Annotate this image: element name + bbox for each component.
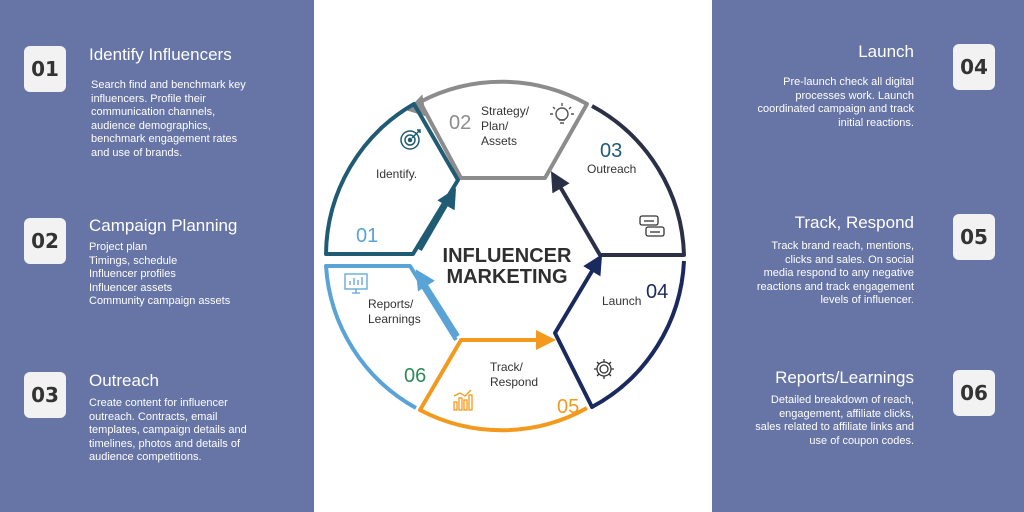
cycle-label-05b: Respond [490,375,538,389]
cycle-label-05a: Track/ [490,360,524,374]
step-body-02: Project plan Timings, schedule Influence… [89,241,231,308]
step-title-03: Outreach [89,371,159,390]
presentation-icon [344,273,368,294]
cycle-label-02b: Plan/ [481,119,509,133]
center-title-line2: MARKETING [446,266,567,288]
segment-05 [418,330,588,433]
step-badge-02: 02 [24,218,66,264]
segment-03 [550,104,686,257]
influencer-cycle-diagram: INFLUENCER MARKETING 01 02 03 04 05 06 I… [324,79,686,433]
cycle-num-06: 06 [404,365,426,387]
segment-02 [420,79,589,180]
cycle-label-06a: Reports/ [368,297,414,311]
step-title-06: Reports/Learnings [775,368,914,387]
step-body-01: Search find and benchmark key influencer… [91,79,246,159]
step-title-05: Track, Respond [794,213,914,232]
step-badge-05: 05 [953,214,995,260]
step-badge-01: 01 [24,46,66,92]
step-body-05: Track brand reach, mentions, clicks and … [756,240,914,307]
step-badge-03: 03 [24,372,66,418]
step-body-03: Create content for influencer outreach. … [89,397,247,464]
cycle-num-02: 02 [449,112,471,134]
step-body-04: Pre-launch check all digital processes w… [757,76,914,129]
cycle-num-05: 05 [557,396,579,418]
bar-chart-icon [453,389,473,411]
chat-bubbles-icon [639,215,665,237]
step-badge-06: 06 [953,370,995,416]
segment-04 [553,254,686,409]
step-title-04: Launch [858,42,914,61]
cycle-num-03: 03 [600,140,622,162]
cycle-label-02a: Strategy/ [481,104,530,118]
segment-06 [324,264,458,410]
cycle-num-01: 01 [356,225,378,247]
cycle-num-04: 04 [646,281,668,303]
target-icon [400,129,421,150]
step-title-01: Identify Influencers [89,45,232,64]
gear-icon [594,359,614,379]
right-panel: 04 Launch Pre-launch check all digital p… [712,0,1024,512]
step-title-02: Campaign Planning [89,216,238,235]
cycle-label-01: Identify. [376,167,417,181]
cycle-label-06b: Learnings [368,312,421,326]
step-badge-04: 04 [953,44,995,90]
segment-01 [324,102,460,256]
center-title-line1: INFLUENCER [443,245,572,267]
step-body-06: Detailed breakdown of reach, engagement,… [755,394,914,447]
cycle-label-02c: Assets [481,134,517,148]
cycle-label-03: Outreach [587,162,636,176]
arrow-06-to-01 [415,269,460,338]
cycle-label-04: Launch [602,294,641,308]
left-panel: 01 Identify Influencers Search find and … [0,0,314,512]
lightbulb-icon [550,103,574,124]
